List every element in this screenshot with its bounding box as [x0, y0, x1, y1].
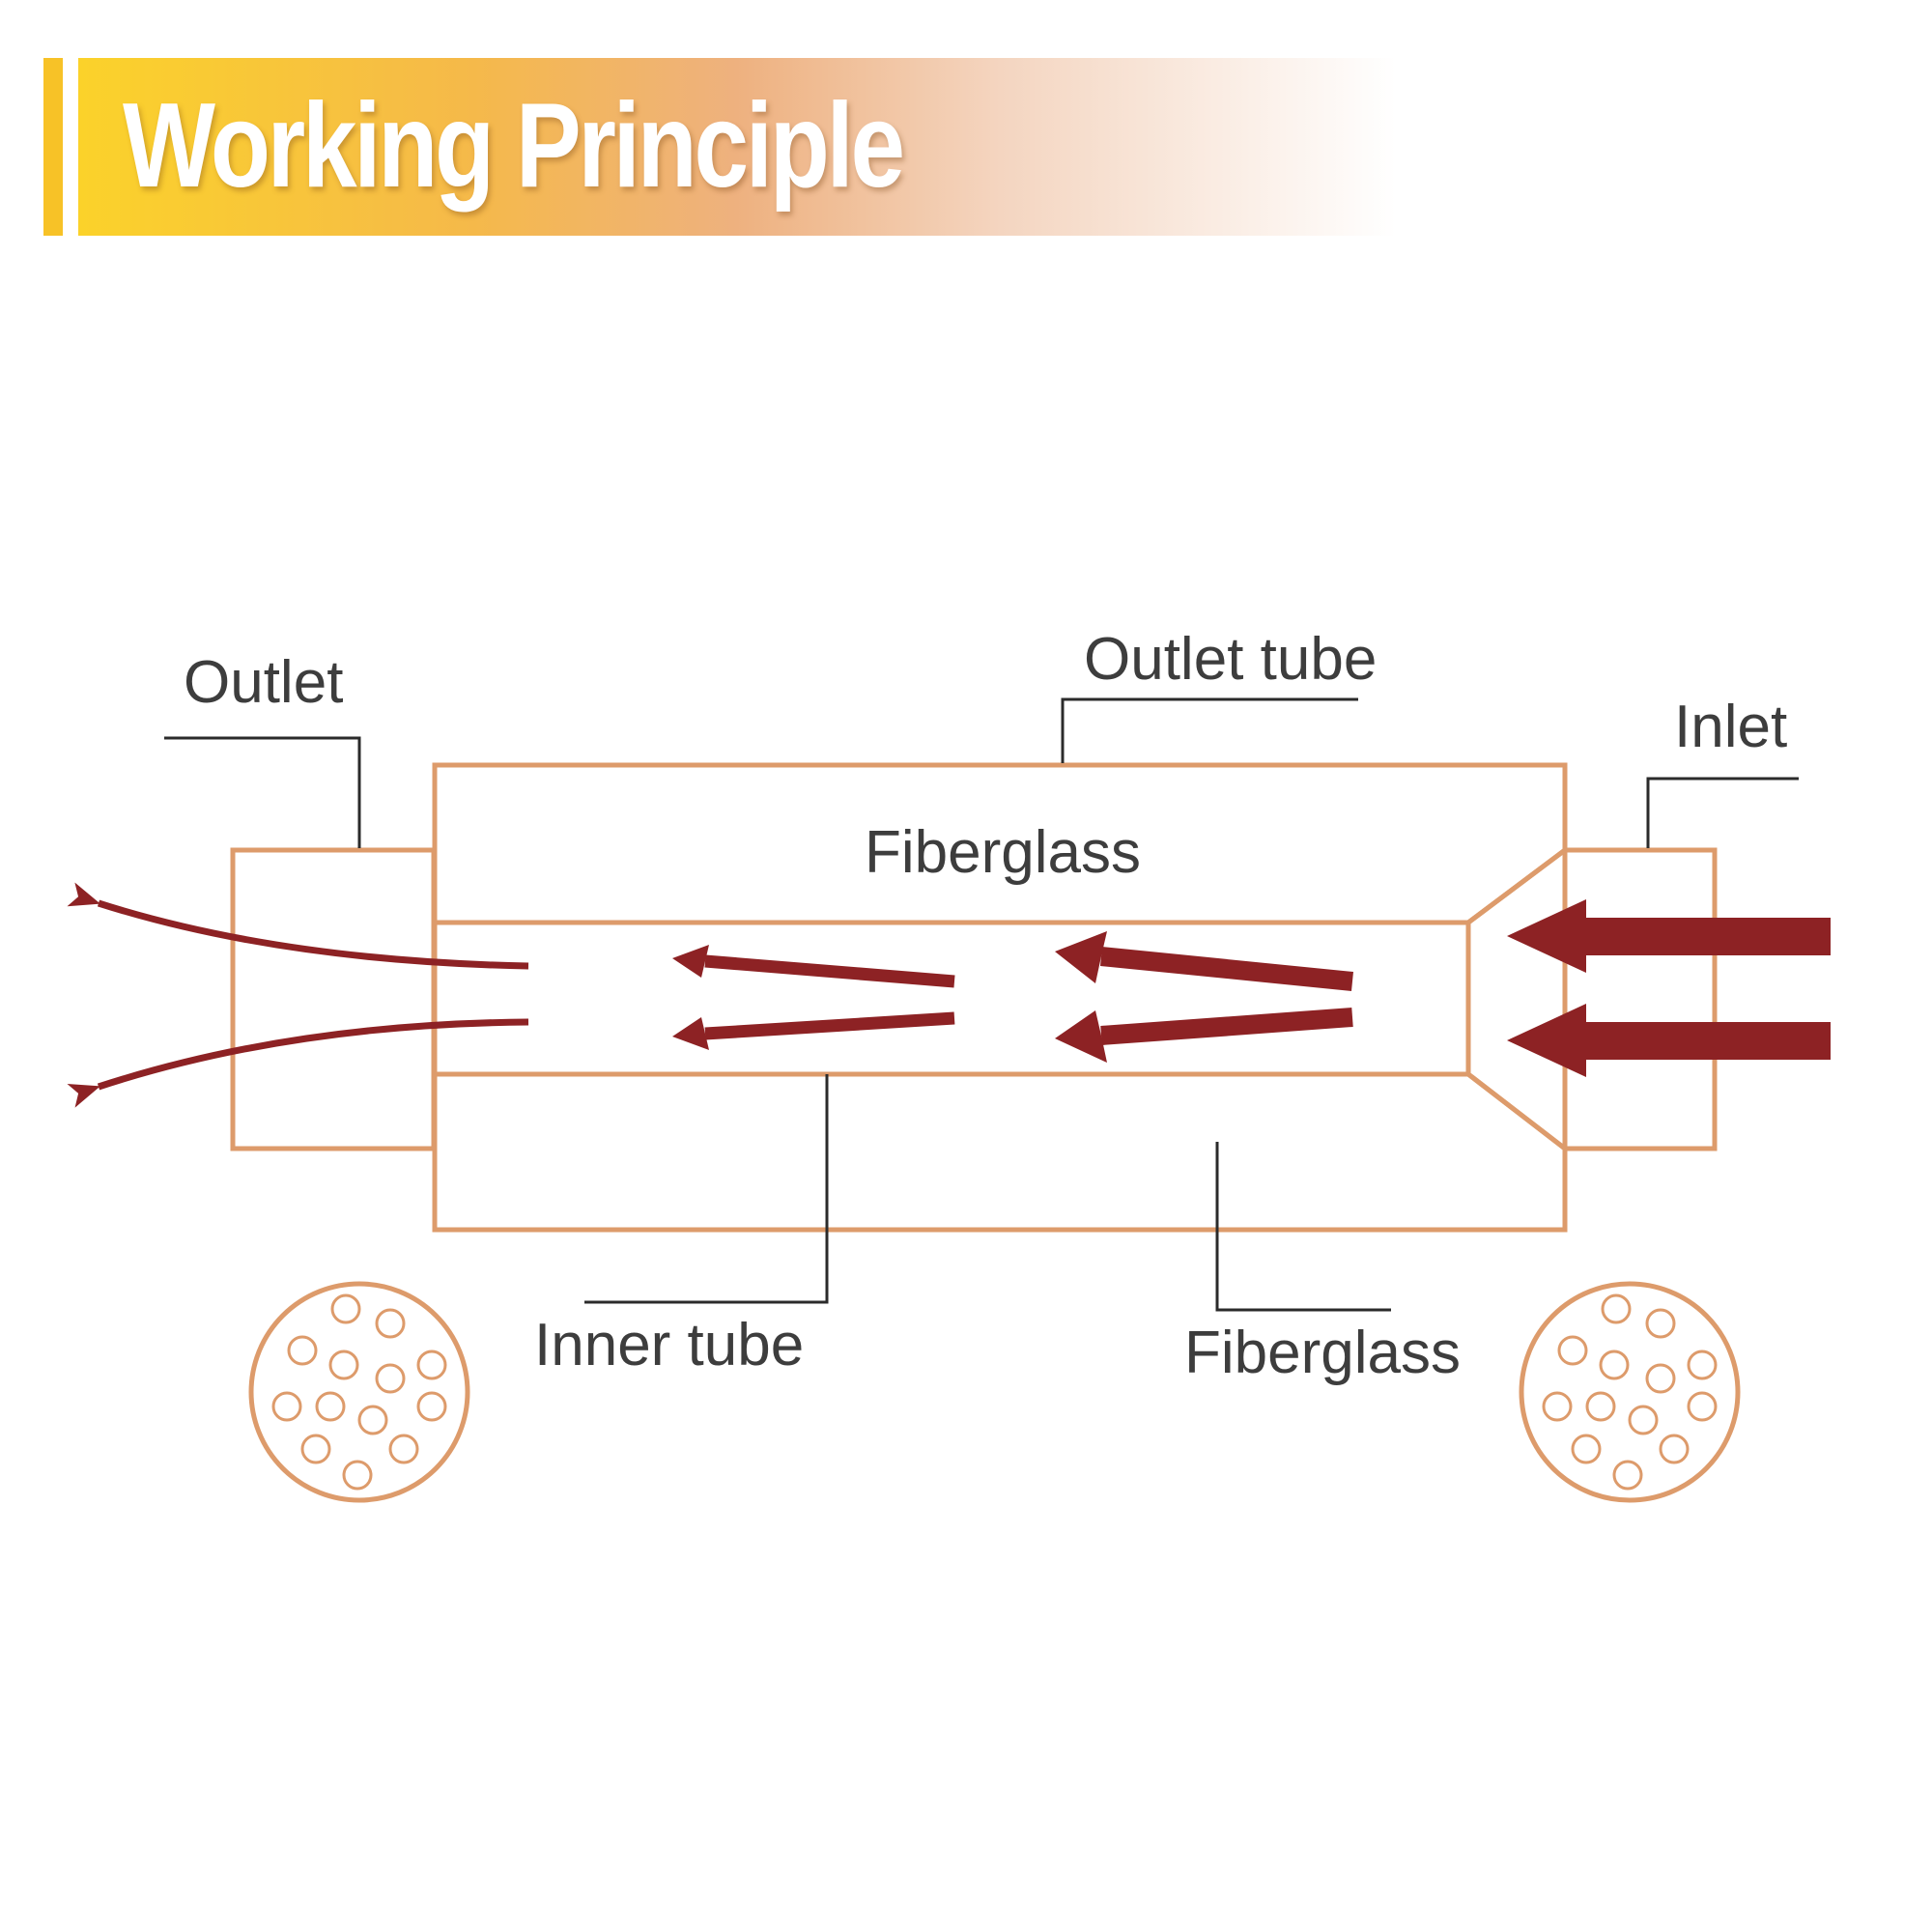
hole — [1557, 1335, 1588, 1366]
hole — [287, 1335, 318, 1366]
cross-section-left — [248, 1281, 470, 1503]
label-fiberglass-bottom: Fiberglass — [1184, 1320, 1461, 1386]
hole — [300, 1434, 331, 1464]
hole — [375, 1363, 406, 1394]
label-fiberglass-top: Fiberglass — [865, 819, 1141, 886]
banner-gradient-bar — [78, 58, 1396, 236]
hole — [1687, 1391, 1718, 1422]
leader-outlet-tube — [1061, 697, 1358, 763]
label-outlet: Outlet — [184, 649, 343, 716]
inner-tube — [432, 920, 1471, 1077]
label-inner-tube: Inner tube — [534, 1312, 804, 1378]
hole — [1612, 1460, 1643, 1491]
outlet-arrow-upper — [67, 882, 529, 970]
cone-bottom-edge — [1466, 1072, 1567, 1151]
cross-section-right-holes — [1542, 1293, 1718, 1491]
hole — [416, 1350, 447, 1380]
inner-arrow-left-lower — [672, 1011, 955, 1050]
cross-section-right — [1519, 1281, 1741, 1503]
hole — [342, 1460, 373, 1491]
title-banner: Working Principle — [43, 58, 1396, 236]
hole — [1571, 1434, 1602, 1464]
label-inlet: Inlet — [1674, 694, 1787, 760]
inner-arrow-right-upper — [1055, 931, 1353, 991]
hole — [416, 1391, 447, 1422]
inlet-arrow-lower — [1507, 1004, 1831, 1077]
hole — [1687, 1350, 1718, 1380]
inlet-pipe — [1562, 847, 1718, 1151]
cross-section-left-outer — [248, 1281, 470, 1503]
hole — [375, 1308, 406, 1339]
outlet-arrow-lower — [67, 1018, 529, 1108]
hole — [1645, 1363, 1676, 1394]
tube-outlines — [230, 762, 1718, 1233]
hole — [1585, 1391, 1616, 1422]
leader-inner-tube — [584, 1074, 829, 1304]
hole — [328, 1350, 359, 1380]
label-outlet-tube: Outlet tube — [1084, 626, 1377, 693]
leader-lines — [164, 697, 1799, 1312]
outlet-pipe — [230, 847, 437, 1151]
hole — [1659, 1434, 1690, 1464]
hole — [1599, 1350, 1630, 1380]
leader-fiberglass-bottom — [1215, 1142, 1391, 1312]
hole — [330, 1293, 361, 1324]
inner-arrow-right-lower — [1055, 1008, 1353, 1063]
cross-section-right-outer — [1519, 1281, 1741, 1503]
hole — [271, 1391, 302, 1422]
cross-section-left-holes — [271, 1293, 447, 1491]
hole — [1601, 1293, 1632, 1324]
labels: Outlet Outlet tube Inlet Fiberglass Inne… — [184, 626, 1787, 1386]
hole — [388, 1434, 419, 1464]
cone-top-edge — [1466, 848, 1567, 924]
hole — [1645, 1308, 1676, 1339]
hole — [315, 1391, 346, 1422]
inlet-arrow-upper — [1507, 899, 1831, 973]
page-title: Working Principle — [123, 79, 905, 213]
leader-outlet — [164, 736, 361, 848]
flow-arrows — [67, 882, 1831, 1108]
leader-inlet — [1646, 777, 1799, 848]
hole — [1542, 1391, 1573, 1422]
hole — [357, 1405, 388, 1435]
hole — [1628, 1405, 1659, 1435]
banner-accent-stripe — [43, 58, 63, 236]
inner-arrow-left-upper — [672, 945, 955, 988]
